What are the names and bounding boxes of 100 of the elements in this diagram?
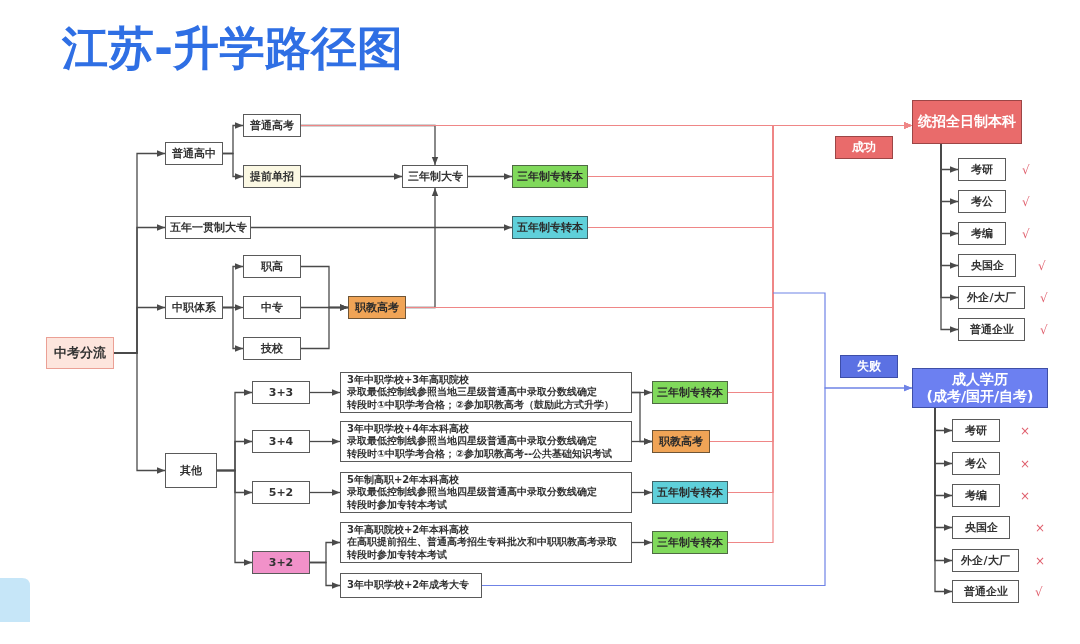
box-label: 技校 — [261, 341, 283, 356]
description-line: 转段时①中职学考合格；②参加职教高考（鼓励此方式升学） — [347, 398, 614, 412]
box-label: 5+2 — [268, 485, 294, 500]
description-line: 3年中职学校+3年高职院校 — [347, 373, 470, 386]
start-box — [46, 337, 114, 369]
outcome-box — [652, 381, 728, 404]
box-label: 提前单招 — [250, 169, 294, 184]
step-box — [952, 484, 1000, 507]
outcome-box — [652, 531, 728, 554]
box-label: 考编 — [971, 226, 993, 241]
outcome-box — [512, 165, 588, 188]
box-label: 其他 — [180, 463, 202, 478]
connector-arrow — [631, 438, 653, 445]
box-label: 普通高中 — [172, 146, 216, 161]
connector-arrow — [467, 173, 513, 180]
box-label: 考研 — [971, 162, 993, 177]
status-mark: × — [1035, 520, 1046, 535]
description-box — [340, 573, 482, 598]
box-label: 普通企业 — [963, 584, 1008, 599]
connector-arrow — [300, 304, 349, 350]
step-box — [252, 481, 310, 504]
status-mark: √ — [1035, 584, 1043, 599]
box-label: 五年一贯制大专 — [169, 220, 247, 235]
step-box — [252, 381, 310, 404]
description-box — [340, 372, 632, 413]
description-line: 3年高职院校+2年本科高校 — [347, 523, 470, 536]
box-label: 普通企业 — [969, 322, 1014, 337]
description-line: 录取最低控制线参照当地四星级普通高中录取分数线确定 — [347, 486, 597, 499]
step-box — [252, 430, 310, 453]
description-line: 转段时参加专转本考试 — [347, 498, 447, 512]
step-box — [952, 452, 1000, 475]
connector-arrow — [631, 489, 653, 496]
box-label: 中职体系 — [172, 300, 216, 315]
box-label: 3+3 — [268, 385, 294, 400]
box-label: 成功 — [852, 140, 876, 155]
description-line: 在高职提前招生、普通高考招生专科批次和中职职教高考录取 — [347, 536, 617, 549]
connector-arrow — [309, 438, 341, 445]
connector-arrow — [216, 469, 253, 566]
connector-arrow — [309, 489, 341, 496]
status-mark: √ — [1040, 290, 1048, 305]
description-line: 转段时参加专转本考试 — [347, 548, 447, 562]
box-label: 考公 — [971, 194, 993, 209]
status-tag — [835, 136, 893, 159]
goal-box — [912, 100, 1022, 144]
status-mark: √ — [1022, 194, 1030, 209]
connector-arrow — [940, 143, 959, 333]
box-label: 三年制大专 — [407, 169, 463, 184]
status-mark: √ — [1038, 258, 1046, 273]
step-box — [243, 114, 301, 137]
step-box — [952, 516, 1010, 539]
box-label: 央国企 — [964, 520, 998, 535]
box-label: 五年制专转本 — [657, 485, 723, 500]
step-box — [243, 337, 301, 360]
step-box — [958, 190, 1006, 213]
description-box — [340, 522, 632, 563]
goal-box — [912, 368, 1048, 408]
description-box — [340, 472, 632, 513]
description-line: 3年中职学校+2年成考大专 — [347, 579, 470, 592]
step-box — [165, 296, 223, 319]
description-line: 5年制高职+2年本科高校 — [347, 473, 460, 486]
description-line: 转段时①中职学考合格；②参加职教高考--公共基础知识考试 — [347, 447, 613, 461]
step-box — [958, 318, 1025, 341]
step-box — [243, 296, 301, 319]
connector-arrow — [934, 407, 953, 595]
box-label: 外企/大厂 — [961, 553, 1010, 568]
step-box — [165, 453, 217, 488]
step-box — [958, 254, 1016, 277]
status-mark: × — [1020, 488, 1031, 503]
status-mark: × — [1035, 553, 1046, 568]
box-label: 统招全日制本科 — [918, 113, 1016, 131]
connector-arrow — [300, 173, 403, 180]
step-box — [252, 551, 310, 574]
connector-arrow — [481, 384, 913, 587]
outcome-box — [348, 296, 406, 319]
box-label: (成考/国开/自考) — [926, 388, 1034, 406]
step-box — [243, 165, 301, 188]
step-box — [952, 419, 1000, 442]
box-label: 三年制专转本 — [657, 385, 723, 400]
connector-arrow — [113, 352, 166, 474]
status-mark: √ — [1022, 226, 1030, 241]
box-label: 五年制专转本 — [517, 220, 583, 235]
connector-arrow — [631, 539, 653, 546]
step-box — [958, 286, 1025, 309]
step-box — [952, 549, 1019, 572]
box-label: 中专 — [261, 300, 283, 315]
box-label: 3+4 — [268, 434, 294, 449]
box-label: 失败 — [857, 359, 881, 374]
box-label: 考研 — [965, 423, 987, 438]
connector-arrow — [309, 561, 341, 589]
description-box — [340, 421, 632, 462]
status-mark: × — [1020, 456, 1031, 471]
box-label: 中考分流 — [54, 344, 106, 362]
box-label: 普通高考 — [250, 118, 294, 133]
step-box — [958, 158, 1006, 181]
box-label: 考编 — [965, 488, 987, 503]
box-label: 成人学历 — [952, 370, 1008, 388]
outcome-box — [652, 481, 728, 504]
box-label: 三年制专转本 — [657, 535, 723, 550]
box-label: 3+2 — [268, 555, 294, 570]
status-mark: √ — [1022, 162, 1030, 177]
